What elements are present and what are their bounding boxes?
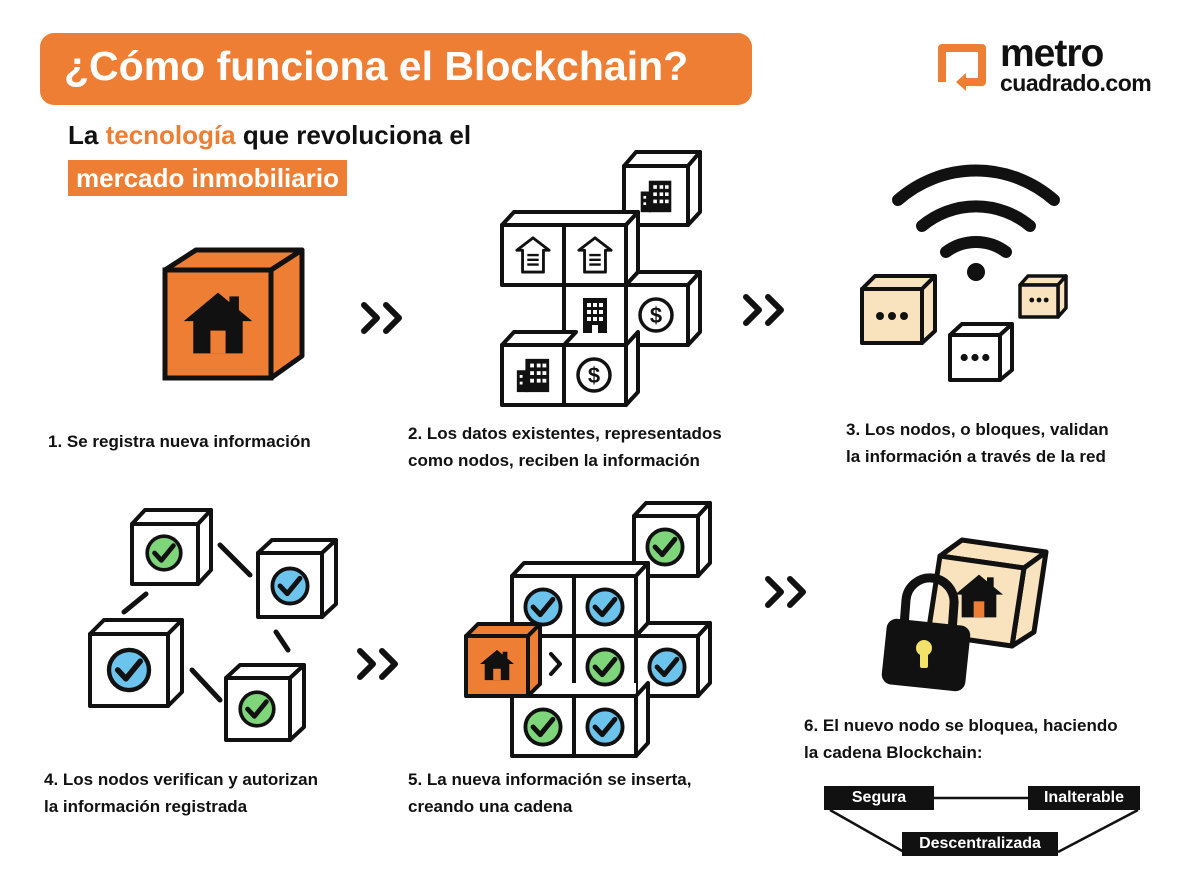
dots-icon xyxy=(876,312,908,320)
new-info-cube xyxy=(162,247,305,381)
checkmark-icon xyxy=(587,709,622,744)
chevron-right-icon xyxy=(746,297,781,323)
checkmark-icon xyxy=(525,589,560,624)
node-links xyxy=(121,542,291,703)
logo-icon xyxy=(938,44,986,91)
subtitle-line-1: La tecnología que revoluciona el xyxy=(68,120,472,150)
wifi-icon xyxy=(892,164,1060,258)
dollar-icon xyxy=(638,297,674,333)
property-tag-segura: Segura xyxy=(824,786,934,810)
property-tag-inalterable: Inalterable xyxy=(1028,786,1140,810)
subtitle-line-2: mercado inmobiliario xyxy=(68,160,347,196)
chevron-right-icon xyxy=(364,305,399,331)
chevron-right-icon xyxy=(549,652,562,676)
network-node-cube xyxy=(948,322,1014,382)
subtitle-highlight: tecnología xyxy=(105,120,236,150)
checkmark-icon xyxy=(587,589,622,624)
chevron-right-icon xyxy=(360,651,395,677)
verified-node-cube xyxy=(256,538,338,619)
checkmark-icon xyxy=(147,536,181,570)
network-node-cube xyxy=(1018,274,1068,319)
building-icon xyxy=(583,298,607,333)
checkmark-icon xyxy=(649,649,684,684)
chevron-right-icon xyxy=(768,579,803,605)
property-tag-descentralizada: Descentralizada xyxy=(902,832,1058,856)
checkmark-icon xyxy=(240,692,274,726)
checkmark-icon xyxy=(109,650,149,690)
step-5-caption: 5. La nueva información se inserta,crean… xyxy=(408,770,692,816)
title-banner xyxy=(40,33,752,105)
checkmark-icon xyxy=(525,709,560,744)
page-title: ¿Cómo funciona el Blockchain? xyxy=(64,43,689,89)
dots-icon xyxy=(1029,297,1049,303)
padlock-icon xyxy=(881,573,971,692)
checkmark-icon xyxy=(587,649,622,684)
step-1-caption: 1. Se registra nueva información xyxy=(48,432,311,451)
dollar-icon xyxy=(576,357,612,393)
checkmark-icon xyxy=(647,529,682,564)
network-node-cube xyxy=(860,274,937,345)
dots-icon xyxy=(960,353,990,362)
property-connectors xyxy=(829,796,1139,854)
logo-text-domain: cuadrado.com xyxy=(1000,70,1152,96)
logo-text-metro: metro xyxy=(1000,32,1104,75)
checkmark-icon xyxy=(272,568,307,603)
